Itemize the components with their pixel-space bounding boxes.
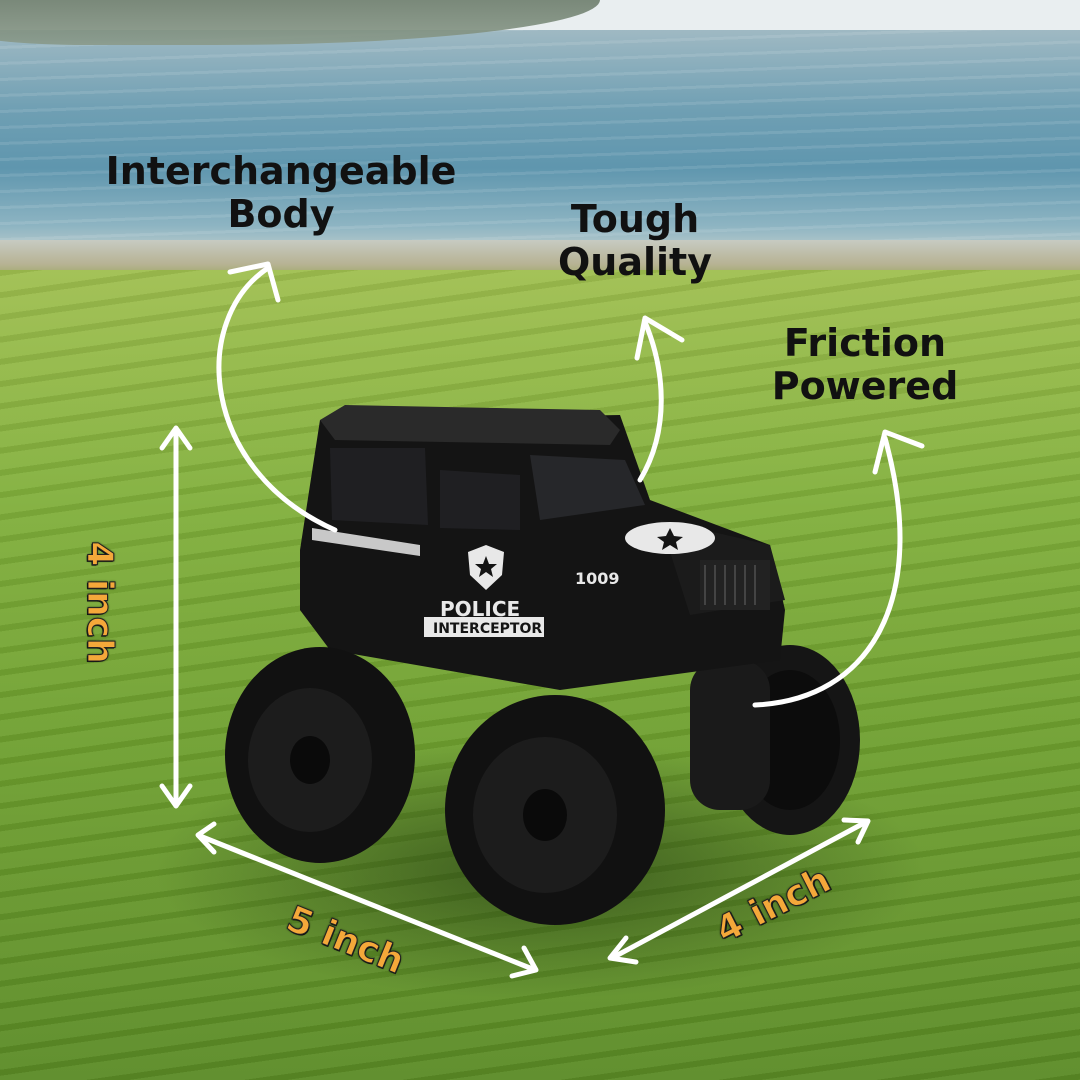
star-badge-icon: [625, 522, 715, 554]
friction-arrowhead: [872, 429, 925, 475]
feature-tough-line2: Quality: [558, 239, 712, 284]
interchangeable-arrowhead: [227, 261, 281, 303]
width-dimension-arrow: [609, 819, 869, 961]
length-arrowhead-left: [195, 821, 217, 855]
front-left-wheel: [225, 647, 415, 863]
truck-number: 1009: [575, 569, 620, 588]
feature-friction-line2: Powered: [771, 363, 959, 408]
interceptor-strip: [424, 617, 544, 637]
length-dimension-arrow: [197, 833, 538, 973]
friction-arrow: [752, 435, 903, 708]
grille: [700, 560, 770, 610]
height-arrowhead-top: [159, 425, 193, 451]
feature-interchangeable-line1: Interchangeable: [105, 149, 457, 193]
front-right-wheel: [445, 695, 665, 925]
interceptor-decal: INTERCEPTOR: [433, 621, 542, 637]
feature-friction-line1: Friction: [783, 321, 947, 365]
police-shield-icon: [468, 545, 504, 590]
feature-friction-powered: Friction Powered: [755, 322, 975, 407]
width-arrowhead-right: [841, 817, 871, 845]
feature-interchangeable-body: Interchangeable Body: [98, 150, 464, 235]
height-dimension-label: 4 inch: [78, 541, 120, 665]
sea: [0, 30, 1080, 260]
feature-interchangeable-line2: Body: [227, 191, 335, 236]
length-arrowhead-right: [509, 945, 539, 979]
truck-body: 1009 POLICE INTERCEPTOR: [300, 405, 785, 690]
feature-tough-line1: Tough: [570, 197, 700, 241]
height-arrowhead-bottom: [159, 783, 193, 809]
tough-arrowhead: [634, 315, 685, 361]
interchangeable-arrow: [216, 265, 338, 533]
tough-arrow: [637, 319, 664, 483]
feature-tough-quality: Tough Quality: [540, 198, 730, 283]
rear-left-wheel: [690, 660, 770, 810]
width-arrowhead-left: [607, 935, 639, 965]
